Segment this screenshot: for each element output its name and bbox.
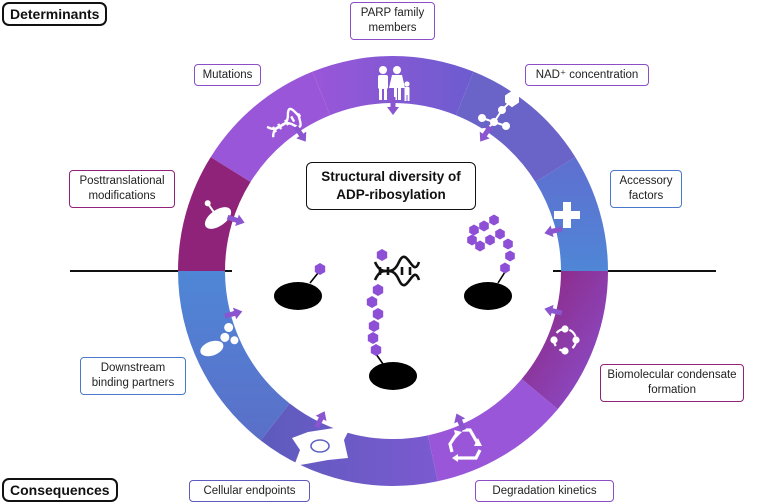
callout-posttranslational: Posttranslational modifications <box>69 170 175 208</box>
adp-ribose-unit <box>376 249 388 261</box>
adp-ribose-unit <box>469 224 479 236</box>
arrow-binding <box>224 307 243 320</box>
callout-parp-family: PARP family members <box>350 2 435 40</box>
adp-ribose-unit <box>372 284 384 296</box>
callout-downstream-line2: binding partners <box>91 377 175 389</box>
arrow-accessory <box>544 225 563 238</box>
center-title-line2: ADP-ribosylation <box>336 187 446 202</box>
arrow-cellular <box>314 411 327 429</box>
callout-mutations-label: Mutations <box>202 68 253 81</box>
adp-ribose-unit <box>505 250 515 262</box>
adp-ribose-unit <box>485 234 495 246</box>
arrow-group <box>224 97 563 431</box>
adp-ribose-chains <box>314 214 515 356</box>
cell-icon <box>292 424 352 466</box>
callout-degradation: Degradation kinetics <box>475 480 614 502</box>
arrow-degradation <box>454 413 467 431</box>
family-icon <box>378 66 410 101</box>
adp-ribose-unit <box>372 308 384 320</box>
consequences-label: Consequences <box>2 478 118 502</box>
plus-icon <box>554 202 580 228</box>
callout-cellular-endpoints: Cellular endpoints <box>189 480 310 502</box>
center-dna-icon <box>373 255 421 287</box>
condensate-icon <box>550 325 580 355</box>
adp-ribose-unit <box>503 238 513 250</box>
molecule-icon <box>478 90 519 136</box>
adp-ribose-unit <box>475 240 485 252</box>
callout-degradation-label: Degradation kinetics <box>492 484 597 497</box>
callout-downstream-binding: Downstream binding partners <box>80 357 186 395</box>
ring-segment-condensate <box>521 271 608 410</box>
center-title-line1: Structural diversity of <box>321 169 461 184</box>
protein-right <box>464 271 512 310</box>
callout-downstream-line1: Downstream <box>100 362 166 374</box>
ring-segment-binding <box>178 271 290 441</box>
callout-accessory-line2: factors <box>628 190 664 202</box>
adp-ribose-unit <box>367 332 379 344</box>
callout-nad-label: NAD⁺ concentration <box>535 68 639 81</box>
adp-ribose-unit <box>500 262 510 274</box>
center-title: Structural diversity of ADP-ribosylation <box>306 162 476 210</box>
arrow-mutations <box>293 125 307 142</box>
ring-segment-cellular <box>260 403 438 486</box>
callout-parp-family-line2: members <box>368 22 417 34</box>
ring <box>178 56 608 486</box>
protein-bottom <box>369 353 417 390</box>
callout-nad-concentration: NAD⁺ concentration <box>525 64 649 86</box>
callout-accessory-line1: Accessory <box>619 175 673 187</box>
ring-segment-mutations <box>210 71 331 182</box>
ring-segment-degradation <box>427 378 558 482</box>
callout-posttranslational-line1: Posttranslational <box>79 175 165 187</box>
recycle-icon <box>448 428 482 462</box>
adp-ribose-unit <box>467 234 477 246</box>
callout-condensate-line1: Biomolecular condensate <box>607 369 737 381</box>
binding-partner-icon <box>200 322 239 357</box>
dna-icon <box>266 107 302 138</box>
arrow-nad <box>479 125 493 142</box>
adp-ribose-unit <box>370 344 382 356</box>
adp-ribose-unit <box>479 220 489 232</box>
adp-ribose-unit <box>366 296 378 308</box>
determinants-label: Determinants <box>2 2 108 26</box>
callout-condensate-line2: formation <box>648 384 696 396</box>
ring-segment-nad <box>455 71 576 182</box>
protein-left <box>274 272 322 310</box>
adp-ribose-unit <box>368 320 380 332</box>
callout-accessory-factors: Accessory factors <box>610 170 682 208</box>
modified-protein-icon <box>204 200 232 229</box>
adp-ribose-unit <box>489 214 499 226</box>
callout-cellular-label: Cellular endpoints <box>203 484 296 497</box>
callout-mutations: Mutations <box>194 64 261 86</box>
arrow-condensate <box>544 304 563 317</box>
arrow-parp <box>387 97 399 115</box>
arrow-posttranslational <box>226 214 245 227</box>
callout-parp-family-line1: PARP family <box>360 7 425 19</box>
adp-ribose-unit <box>495 228 505 240</box>
callout-condensate: Biomolecular condensate formation <box>600 364 744 402</box>
callout-posttranslational-line2: modifications <box>88 190 156 202</box>
adp-ribose-unit <box>314 263 326 275</box>
